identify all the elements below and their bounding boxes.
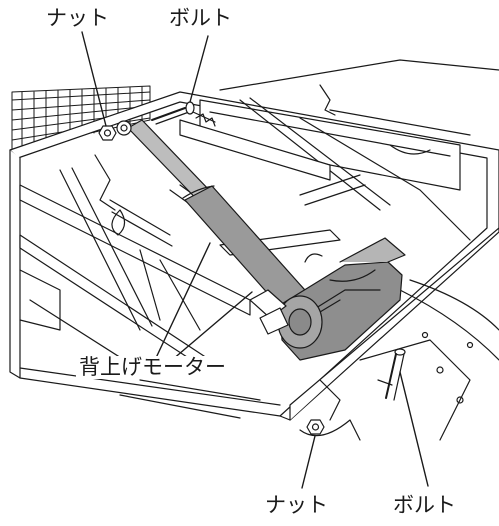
label-nut-bottom: ナット [265,493,328,517]
leader-bolt-top [189,35,209,103]
bolt-top-part [151,101,216,127]
nut-top-part [98,125,117,141]
outer-frame [9,91,499,421]
leader-nut-top [81,31,107,127]
back-raising-motor [116,119,406,361]
right-frame-members [199,59,499,241]
label-bolt-top: ボルト [169,6,232,30]
leader-motor-1 [154,242,211,361]
label-nut-top: ナット [46,6,109,30]
lower-right-linkage [299,279,499,441]
bolt-bottom-part [377,348,406,401]
leader-nut-bottom [301,435,316,489]
headboard-grid [11,85,151,151]
leader-motor-2 [171,291,253,361]
leader-lines [81,31,429,489]
label-bolt-bottom: ボルト [393,493,456,517]
nut-bottom-part [306,419,325,435]
leader-bolt-bottom [399,371,429,487]
left-frame-members [19,154,251,373]
label-motor: 背上げモーター [76,356,229,379]
